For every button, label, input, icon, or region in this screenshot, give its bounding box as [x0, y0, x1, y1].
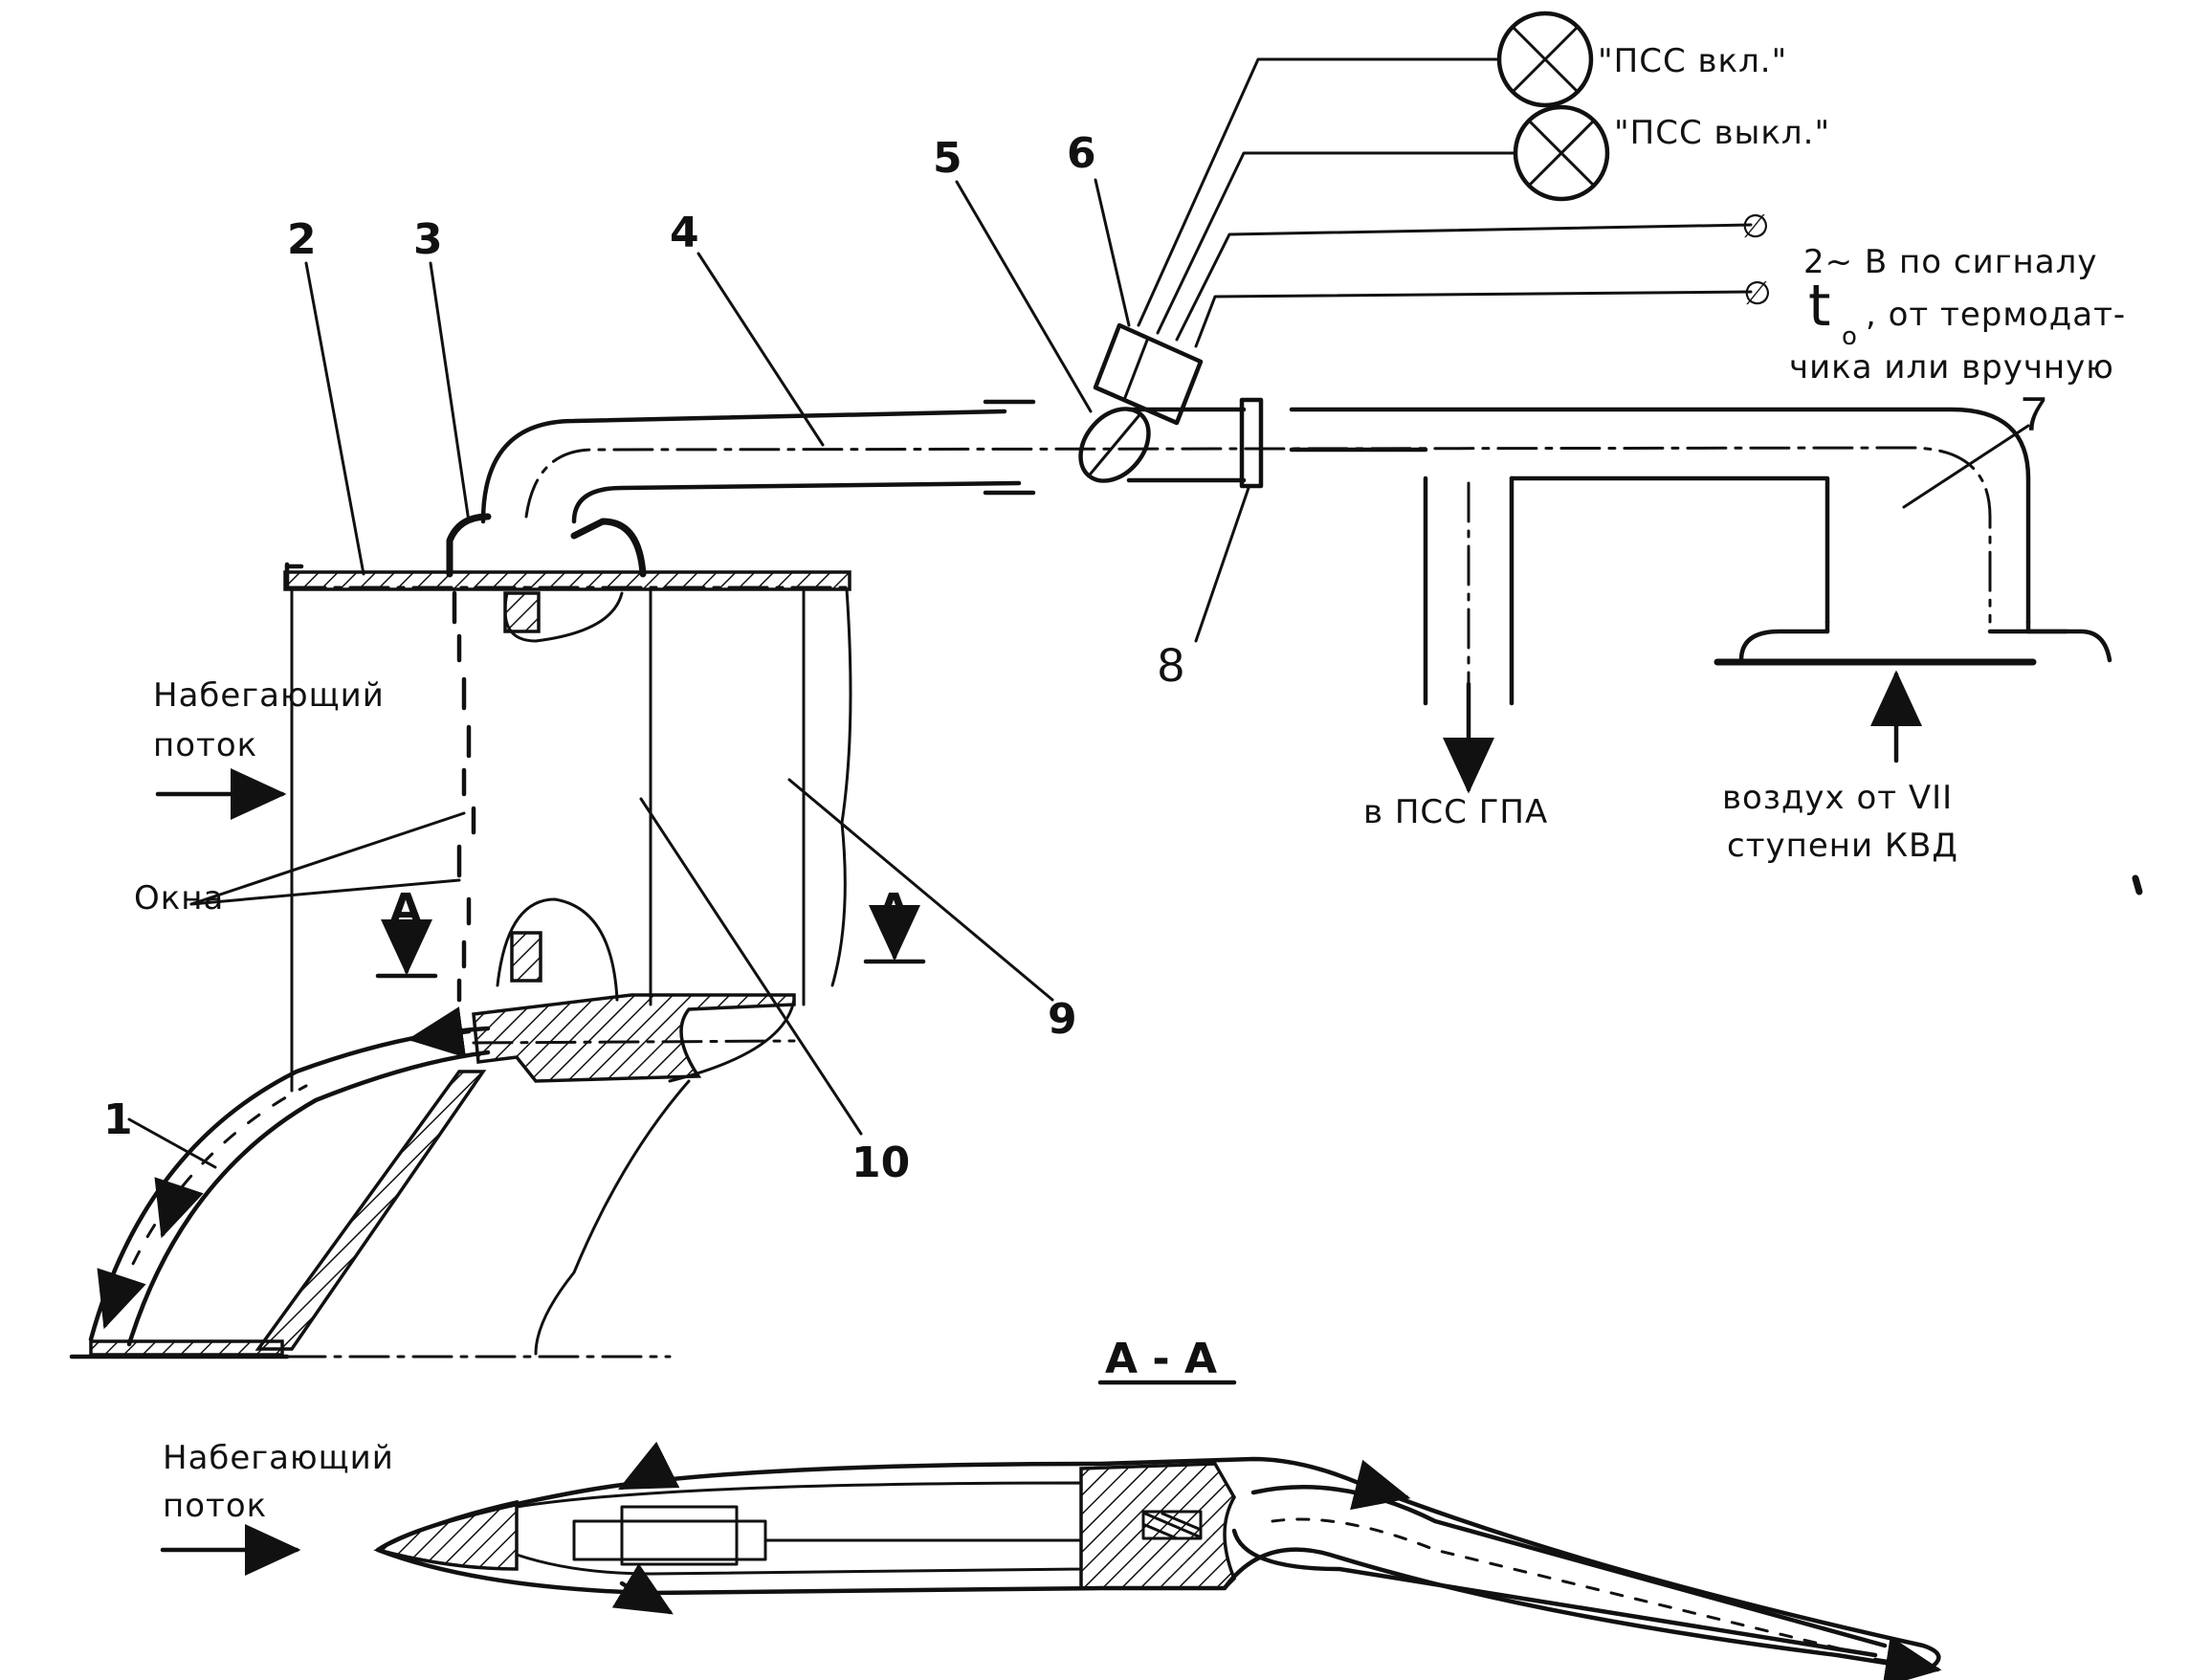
solenoid-icon	[1093, 322, 1204, 426]
svg-text:чика или вручную: чика или вручную	[1789, 348, 2114, 387]
terminal-icon: ∅	[1741, 208, 1771, 246]
signal-note: 2~ В по сигналу t о , от термодат- чика …	[1789, 243, 2126, 387]
window-slots	[452, 590, 476, 1003]
section-marker-left: А	[389, 885, 422, 934]
svg-text:t: t	[1808, 273, 1831, 340]
callout-4: 4	[670, 209, 699, 257]
hot-air-duct	[69, 1006, 672, 1359]
svg-text:2~ В по сигналу: 2~ В по сигналу	[1803, 243, 2097, 281]
callout-5: 5	[933, 134, 962, 183]
inlet-housing: А А	[283, 513, 926, 1356]
terminal-icon: ∅	[1743, 275, 1773, 313]
section-marker-right: А	[877, 885, 910, 934]
indicator-pss-on-label: "ПСС вкл."	[1598, 42, 1787, 80]
section-incoming-label-2: поток	[163, 1487, 267, 1525]
indicator-pss-off-icon	[1513, 104, 1610, 202]
label-incoming-flow-1: Набегающий	[153, 676, 385, 715]
callout-8: 8	[1158, 638, 1184, 692]
label-to-pss: в ПСС ГПА	[1363, 793, 1548, 831]
callout-1: 1	[103, 1095, 133, 1144]
section-incoming-label-1: Набегающий	[163, 1439, 394, 1477]
scan-speck	[2132, 874, 2143, 895]
air-supply-pipe	[480, 397, 2112, 729]
callout-3: 3	[413, 215, 443, 264]
callout-7: 7	[2021, 387, 2047, 441]
indicator-pss-on-icon	[1496, 11, 1594, 108]
callout-6: 6	[1067, 129, 1096, 178]
callout-9: 9	[1048, 995, 1077, 1044]
indicator-pss-off-label: "ПСС выкл."	[1614, 114, 1830, 152]
label-air-source-2: ступени КВД	[1727, 827, 1958, 865]
section-title: А - А	[1105, 1335, 1217, 1383]
label-incoming-flow-2: поток	[153, 726, 257, 764]
svg-text:о: о	[1842, 322, 1857, 351]
callout-2: 2	[287, 215, 317, 264]
valve-icon	[1078, 407, 1151, 483]
signal-wiring: ∅ ∅	[1137, 57, 1773, 348]
callout-10: 10	[851, 1138, 910, 1187]
label-air-source-1: воздух от VII	[1722, 779, 1953, 817]
svg-text:, от термодат-: , от термодат-	[1866, 296, 2126, 334]
strut-cross-section	[373, 1441, 1942, 1680]
